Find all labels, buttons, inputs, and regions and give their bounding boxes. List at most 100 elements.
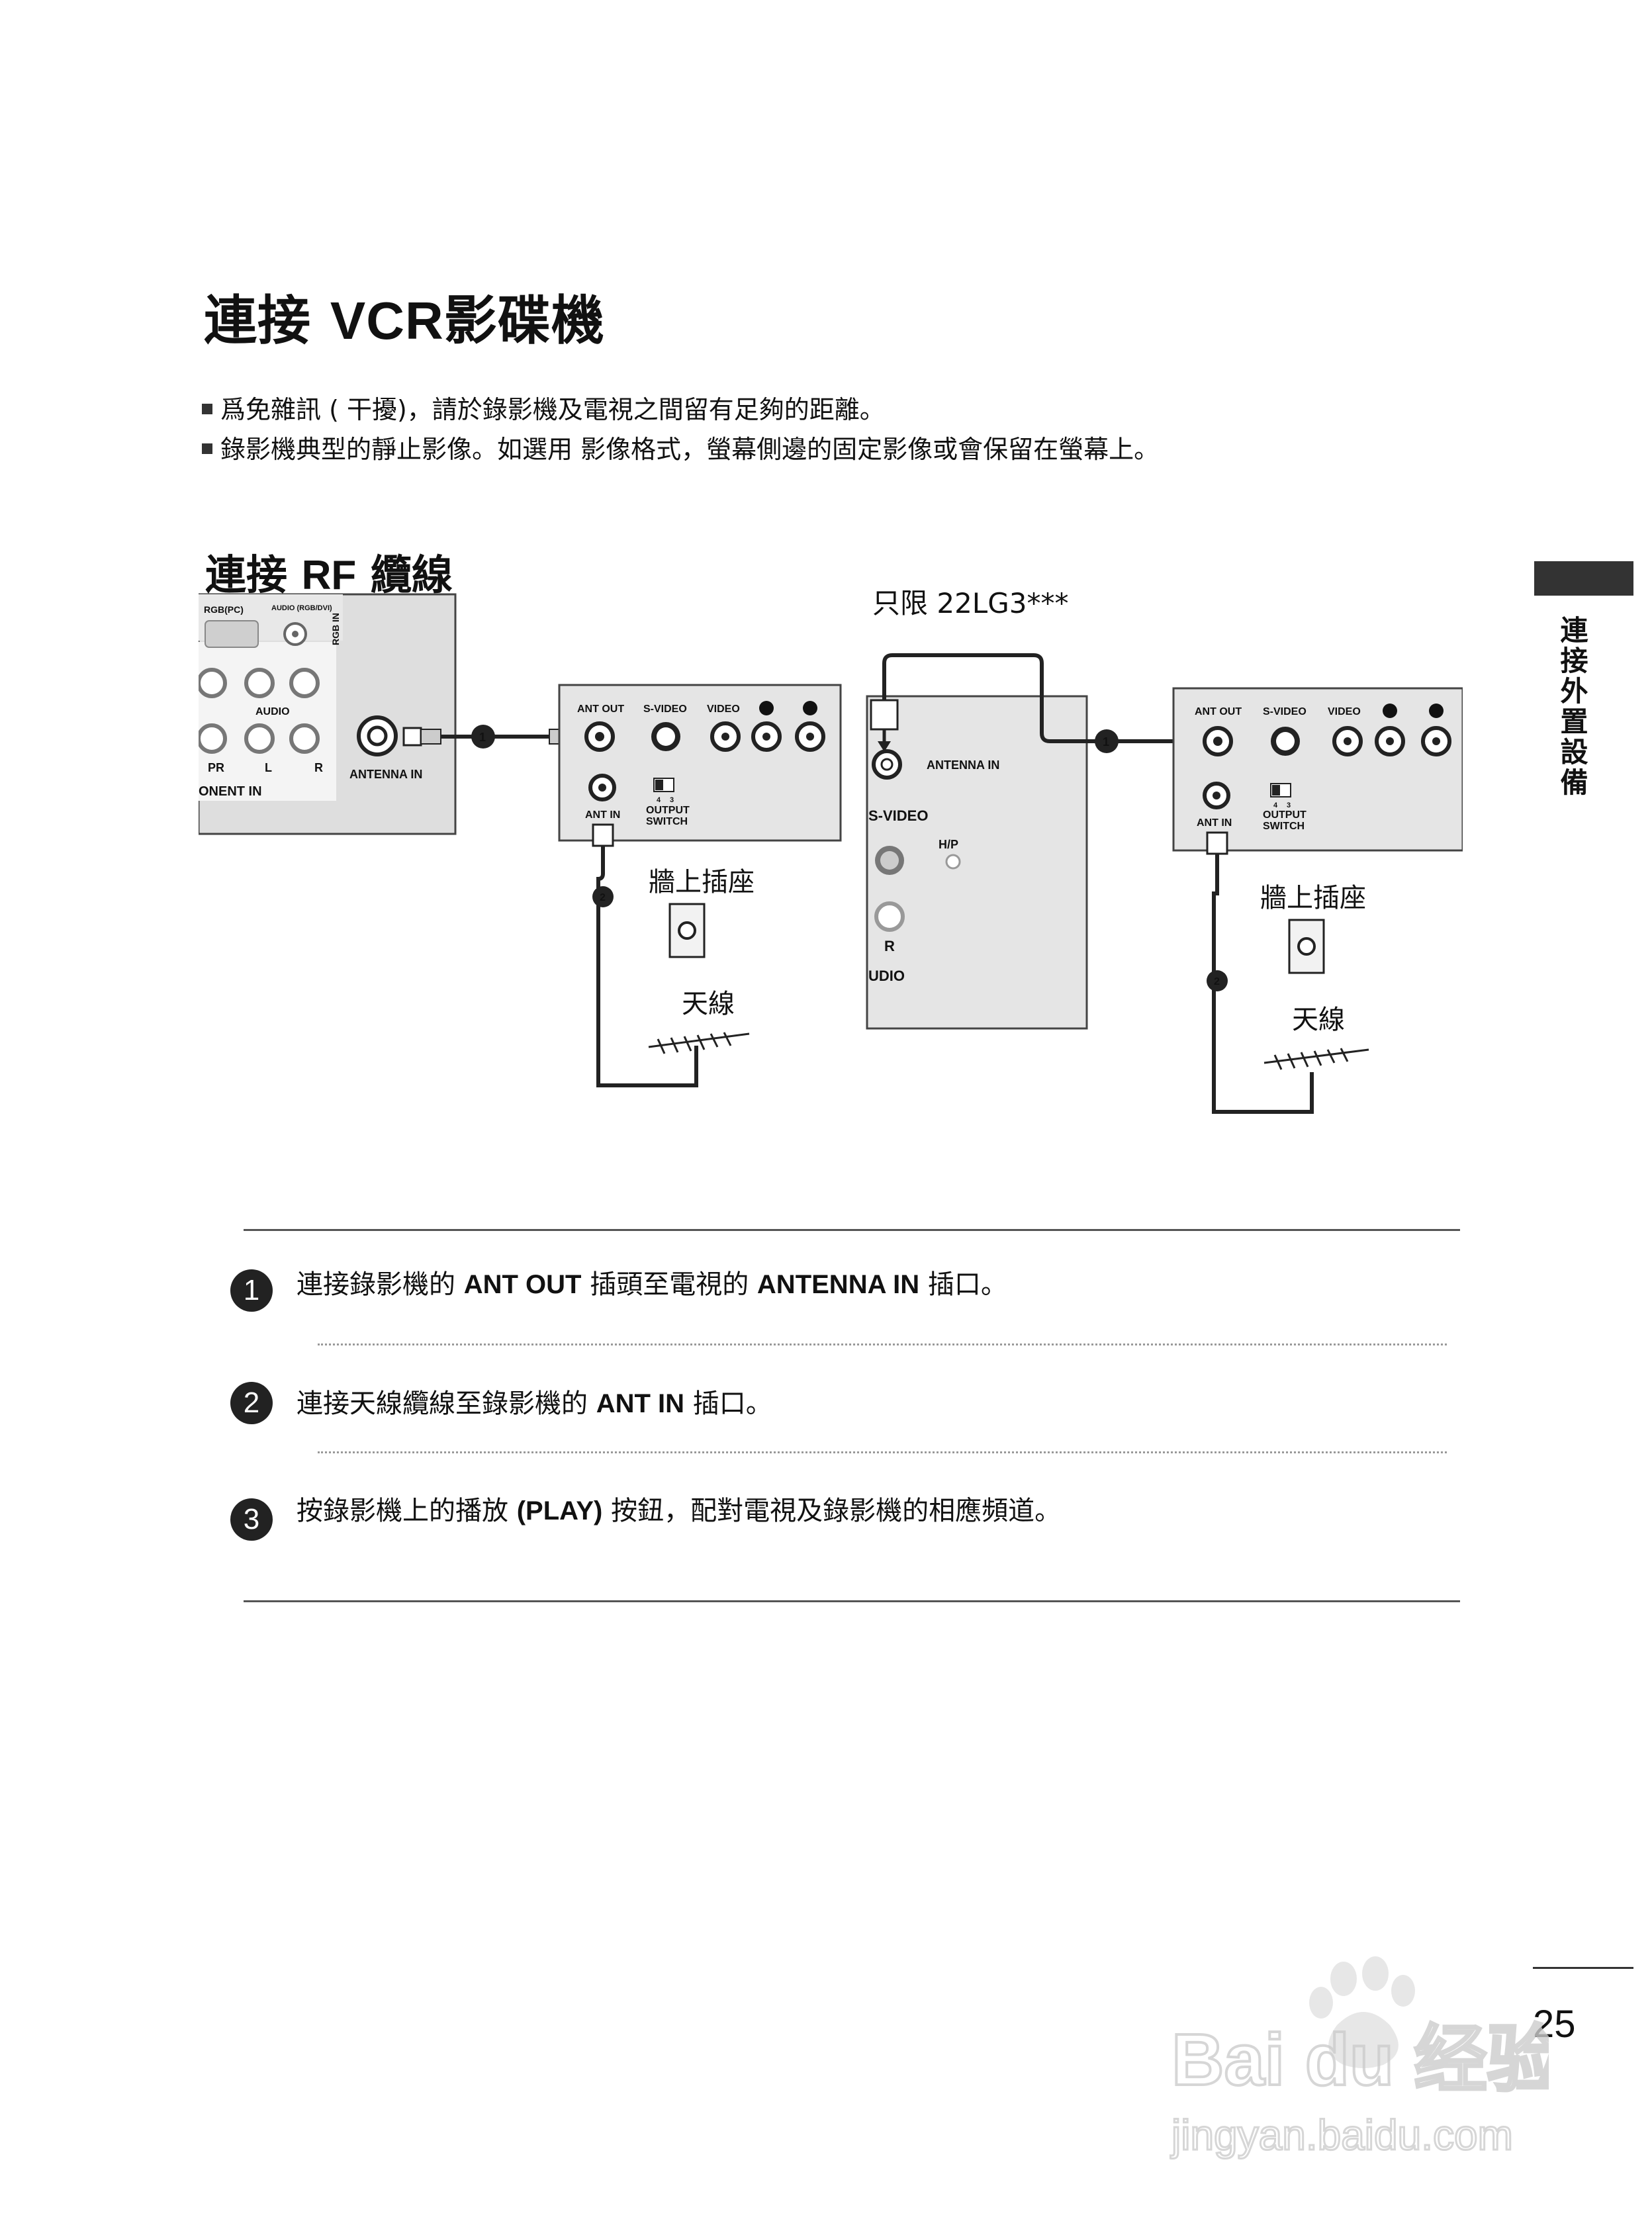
- side-tab-label: 連接外置設備: [1556, 615, 1588, 798]
- step-text-part: 連接天線纜線至錄影機的: [297, 1388, 596, 1419]
- step-1-number-icon: 1: [230, 1269, 273, 1312]
- vcr-panel-left: ANT OUT S-VIDEO VIDEO L R ANT IN 4 3 OUT…: [558, 684, 842, 842]
- title-suffix: 影碟機: [443, 290, 605, 351]
- page-title: 連接 VCR影碟機: [204, 278, 605, 355]
- rgb-in-label: RGB IN: [330, 613, 341, 645]
- vcr-ant-in-label: ANT IN: [585, 809, 620, 821]
- component-in-label: ONENT IN: [199, 784, 262, 799]
- pr-label: PR: [208, 761, 224, 774]
- r-badge-label: R: [806, 704, 813, 714]
- vcr-s-video-label: S-VIDEO: [643, 704, 687, 715]
- bullet-text: 錄影機典型的靜止影像。如選用 影像格式，螢幕側邊的固定影像或會保留在螢幕上。: [220, 435, 1160, 464]
- antenna-2-label: 天線: [1292, 1005, 1345, 1035]
- step-bold-part: ANTENNA IN: [757, 1270, 920, 1299]
- steps-bottom-rule: [244, 1600, 1460, 1602]
- step-text-part: 插口。: [684, 1388, 772, 1419]
- vcr2-video-label: VIDEO: [1328, 706, 1361, 717]
- section-suffix: 纜線: [370, 551, 453, 599]
- section-title: 連接 RF 纜線: [205, 541, 453, 601]
- r-label: R: [314, 761, 323, 774]
- step-bold-part: (PLAY): [516, 1496, 603, 1525]
- badge-2b-label: 2: [1214, 976, 1220, 987]
- l-badge-icon: [759, 701, 774, 715]
- bullet-item: 爲免雜訊 ( 干擾)，請於錄影機及電視之間留有足夠的距離。: [202, 389, 885, 426]
- antenna-cable-right: 2 牆上插座 天線: [1206, 831, 1369, 1114]
- left-tv-panel: RGB(PC) AUDIO (RGB/DVI) RGB IN AUDIO PR …: [199, 593, 457, 835]
- component-jacks-icon: [199, 668, 320, 754]
- vcr2-switch-3-label: 3: [1287, 801, 1291, 809]
- down-arrow-icon: [878, 741, 891, 752]
- r-badge-2-icon: [1429, 704, 1444, 718]
- wall-socket-2-icon: [1288, 919, 1325, 974]
- step-text-part: 插口。: [919, 1269, 1007, 1300]
- step-bold-part: ANT IN: [596, 1389, 685, 1418]
- title-prefix: 連接: [204, 290, 311, 351]
- antenna-label: 天線: [682, 989, 735, 1019]
- watermark-brand: Bai du 经验: [1171, 2019, 1549, 2101]
- vcr2-ant-in-label: ANT IN: [1197, 817, 1232, 829]
- antenna-cable-left: 2 牆上插座 天線: [592, 823, 755, 1087]
- l-label: L: [265, 761, 272, 774]
- audio-rgb-dvi-label: AUDIO (RGB/DVI): [271, 604, 332, 612]
- l-badge-2-icon: [1383, 704, 1397, 718]
- output-label: OUTPUT: [646, 805, 690, 816]
- bullet-square-icon: [202, 443, 212, 454]
- model-note: 只限 22LG3***: [872, 587, 1069, 619]
- badge-2-icon: [592, 886, 614, 907]
- wall-socket-2-label: 牆上插座: [1260, 883, 1366, 913]
- tv2-antenna-in-label: ANTENNA IN: [927, 758, 999, 772]
- tv2-audio-r-jack-icon: [874, 901, 905, 932]
- watermark-url: jingyan.baidu.com: [1170, 2111, 1513, 2159]
- badge-1-icon: [471, 725, 495, 749]
- vcr-video-label: VIDEO: [707, 704, 740, 715]
- vcr2-switch-4-label: 4: [1273, 801, 1278, 809]
- dotted-divider: [318, 1451, 1447, 1453]
- audio-label: AUDIO: [255, 706, 290, 717]
- rgb-port-icon: [205, 620, 259, 648]
- tv2-r-label: R: [884, 938, 895, 954]
- step-3-number-icon: 3: [230, 1498, 273, 1541]
- step-bold-part: ANT OUT: [463, 1270, 582, 1299]
- section-bold: RF: [301, 553, 357, 598]
- page-number-rule: [1533, 1967, 1633, 1969]
- wall-socket-label: 牆上插座: [649, 867, 755, 897]
- section-prefix: 連接: [205, 551, 288, 599]
- step-1-text: 連接錄影機的 ANT OUT 插頭至電視的 ANTENNA IN 插口。: [297, 1263, 1007, 1301]
- vcr-ant-out-label: ANT OUT: [577, 704, 624, 715]
- antenna-2-icon: [1263, 1048, 1369, 1070]
- right-tv-panel: ANTENNA IN S-VIDEO H/P R UDIO 1: [866, 653, 1213, 1030]
- vcr-panel-right: ANT OUT S-VIDEO VIDEO L R ANT IN 4 3 OUT…: [1172, 687, 1463, 852]
- vcr2-output-label: OUTPUT: [1263, 809, 1307, 821]
- vcr2-s-video-label: S-VIDEO: [1263, 706, 1307, 717]
- badge-1b-label: 1: [1103, 735, 1109, 749]
- vcr2-ant-out-label: ANT OUT: [1195, 706, 1242, 717]
- step-text-part: 插頭至電視的: [581, 1269, 757, 1300]
- title-bold: VCR: [330, 291, 444, 350]
- badge-2-label: 2: [600, 892, 606, 903]
- side-tab-bar: [1534, 561, 1633, 596]
- step-3-text: 按錄影機上的播放 (PLAY) 按鈕，配對電視及錄影機的相應頻道。: [297, 1489, 1061, 1527]
- antenna-icon: [648, 1032, 750, 1054]
- step-text-part: 按錄影機上的播放: [297, 1496, 517, 1526]
- l-badge-2-label: L: [1387, 706, 1393, 717]
- step-text-part: 連接錄影機的: [297, 1269, 464, 1300]
- bullet-item: 錄影機典型的靜止影像。如選用 影像格式，螢幕側邊的固定影像或會保留在螢幕上。: [202, 429, 1159, 465]
- baidu-watermark: Bai du 经验 jingyan.baidu.com: [1170, 1956, 1549, 2160]
- vcr2-switch-label: SWITCH: [1263, 821, 1305, 832]
- l-badge-label: L: [763, 704, 769, 714]
- bullet-text: 爲免雜訊 ( 干擾)，請於錄影機及電視之間留有足夠的距離。: [220, 395, 885, 424]
- badge-1-label: 1: [479, 731, 486, 744]
- tv2-hp-label: H/P: [939, 838, 958, 851]
- tv2-audio-label: UDIO: [868, 968, 905, 984]
- paw-logo-icon: [1309, 1956, 1415, 2068]
- step-text-part: 按鈕，配對電視及錄影機的相應頻道。: [602, 1496, 1062, 1526]
- badge-1b-icon: [1095, 729, 1119, 753]
- switch-label: SWITCH: [646, 816, 688, 827]
- antenna-in-label: ANTENNA IN: [349, 768, 422, 781]
- switch-4-label: 4: [657, 796, 661, 804]
- connection-diagram: RGB(PC) AUDIO (RGB/DVI) RGB IN AUDIO PR …: [199, 593, 1463, 1114]
- tv2-hp-jack-icon: [945, 854, 961, 870]
- rgb-pc-label: RGB(PC): [204, 604, 244, 615]
- page-number: 25: [1533, 2003, 1576, 2046]
- r-badge-icon: [803, 701, 817, 715]
